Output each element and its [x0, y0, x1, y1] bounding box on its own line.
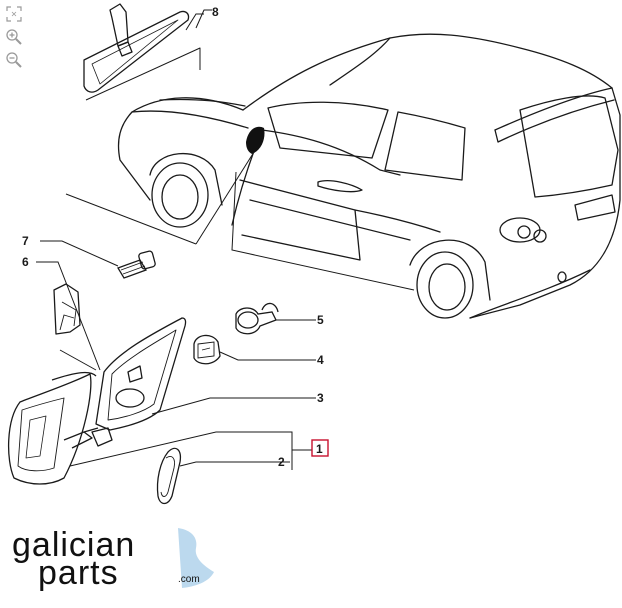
callout-4[interactable]: 4	[317, 353, 324, 367]
callout-1[interactable]: 1	[316, 442, 323, 456]
zoom-toolbar	[4, 4, 26, 73]
callout-1-highlight[interactable]: 1	[311, 439, 329, 457]
part-2-mirror-glass	[156, 447, 182, 505]
zoom-out-button[interactable]	[4, 50, 24, 70]
part-7-bolt	[117, 250, 156, 279]
callout-3[interactable]: 3	[317, 391, 324, 405]
part-1-mirror-housing	[7, 371, 99, 485]
callout-2[interactable]: 2	[278, 455, 285, 469]
part-3-triangle-base	[91, 317, 187, 447]
callout-7[interactable]: 7	[22, 234, 29, 248]
zoom-in-icon	[6, 29, 22, 45]
logo-line-1: galician	[12, 526, 135, 564]
fit-to-screen-button[interactable]	[4, 4, 24, 24]
zoom-in-button[interactable]	[4, 27, 24, 47]
galicianparts-logo: galician parts .com	[12, 526, 214, 592]
logo-suffix: .com	[178, 574, 200, 585]
part-8-interior-mirror	[83, 3, 212, 101]
callout-6[interactable]: 6	[22, 255, 29, 269]
car-body	[117, 33, 621, 319]
part-6-cover	[53, 283, 81, 335]
callout-5[interactable]: 5	[317, 313, 324, 327]
fit-to-screen-icon	[6, 6, 22, 22]
part-5-grommet	[235, 302, 279, 335]
zoom-out-icon	[6, 52, 22, 68]
part-4-clip	[193, 334, 221, 365]
logo-line-2: parts	[38, 554, 119, 592]
mirror-location-marker	[246, 126, 265, 154]
callout-8[interactable]: 8	[212, 5, 219, 19]
leader-lines	[36, 13, 415, 470]
